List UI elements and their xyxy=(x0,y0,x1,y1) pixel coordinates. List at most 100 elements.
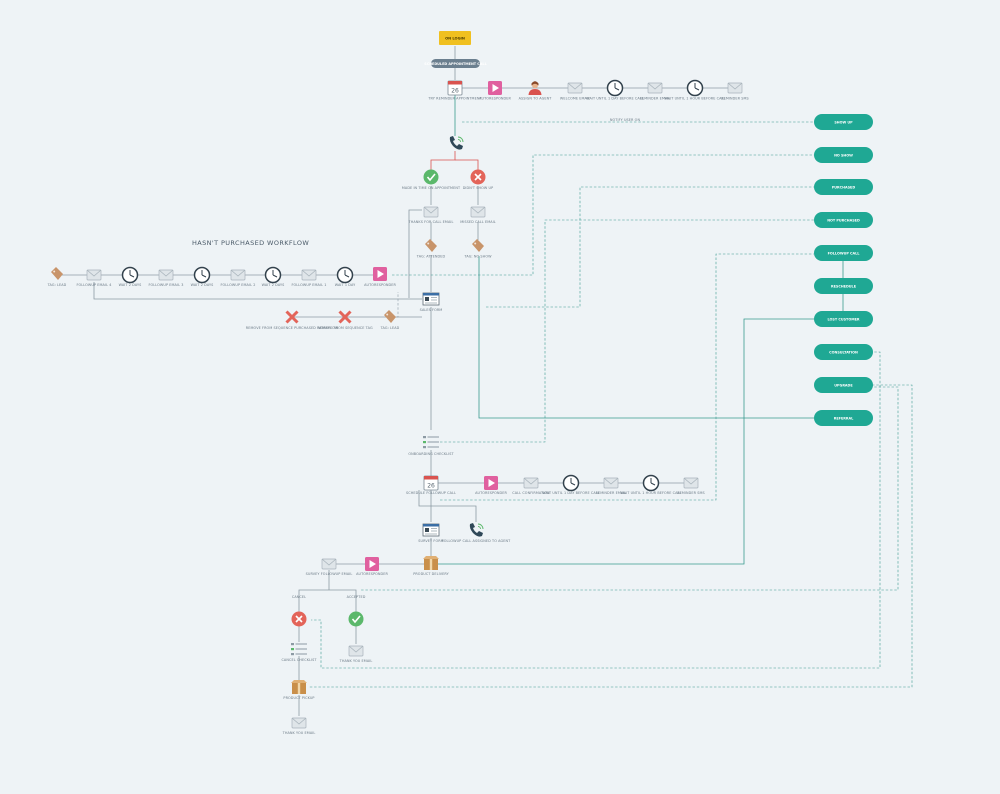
r2-form[interactable] xyxy=(422,523,440,537)
mail-yes-label: THANKS FOR CALL EMAIL xyxy=(408,220,454,224)
row1-video[interactable] xyxy=(488,81,502,95)
tag-mid[interactable] xyxy=(384,310,396,323)
tag-mid-label: TAG: LEAD xyxy=(380,326,400,330)
hp-clock1[interactable] xyxy=(121,266,139,284)
clock-icon xyxy=(193,266,211,284)
sales-form-label: SALES FORM xyxy=(420,308,443,312)
hp-mail4[interactable] xyxy=(301,269,317,281)
start-label: ON LOGIN xyxy=(445,37,465,41)
pill-followup-call-label: FOLLOWUP CALL xyxy=(828,251,861,255)
row1-clock1[interactable] xyxy=(606,79,624,97)
box-icon xyxy=(291,680,307,694)
r2-mail2[interactable] xyxy=(603,477,619,489)
row1-mail1[interactable] xyxy=(567,82,583,94)
clock-icon xyxy=(686,79,704,97)
row1-mail3[interactable] xyxy=(727,82,743,94)
r2-mail3-label: REMINDER SMS xyxy=(677,491,705,495)
tag-icon xyxy=(51,267,63,280)
pill-upgrade-label: UPGRADE xyxy=(834,383,853,387)
tag-yes[interactable] xyxy=(425,239,437,252)
start-node[interactable]: ON LOGIN xyxy=(439,31,471,45)
r2-mail3[interactable] xyxy=(683,477,699,489)
hp-clock3[interactable] xyxy=(264,266,282,284)
r2-video[interactable] xyxy=(484,476,498,490)
mail-no[interactable] xyxy=(470,206,486,218)
video-icon xyxy=(488,81,502,95)
checklist-icon xyxy=(290,642,308,656)
r2-mail2-label: REMINDER EMAIL xyxy=(596,491,627,495)
r2-calendar[interactable] xyxy=(423,475,439,491)
r3-box-label: PRODUCT DELIVERY xyxy=(413,572,449,576)
pill-not-purchased[interactable]: NOT PURCHASED xyxy=(814,212,873,228)
tag-icon xyxy=(472,239,484,252)
mail-icon xyxy=(523,477,539,489)
r3-accept-label: ACCEPTED xyxy=(347,595,366,599)
form-icon xyxy=(422,523,440,537)
row1-calendar[interactable] xyxy=(447,80,463,96)
mail-icon xyxy=(321,558,337,570)
r3-mail[interactable] xyxy=(321,558,337,570)
r3-video[interactable] xyxy=(365,557,379,571)
hp-clock2[interactable] xyxy=(193,266,211,284)
clock-icon xyxy=(121,266,139,284)
r3-mail-end[interactable] xyxy=(291,717,307,729)
hp-mail3[interactable] xyxy=(230,269,246,281)
row1-person-label: ASSIGN TO AGENT xyxy=(519,97,553,101)
mail-icon xyxy=(158,269,174,281)
hp-clock4[interactable] xyxy=(336,266,354,284)
r2-phone[interactable] xyxy=(469,522,484,538)
r3-checklist[interactable] xyxy=(290,642,308,656)
r3-video-label: AUTORESPONDER xyxy=(356,572,388,576)
tag-icon xyxy=(384,310,396,323)
r2-clock2[interactable] xyxy=(642,474,660,492)
pill-lost-customer[interactable]: LOST CUSTOMER xyxy=(814,311,873,327)
pill-show-up[interactable]: SHOW UP xyxy=(814,114,873,130)
pill-reschedule[interactable]: RESCHEDULE xyxy=(814,278,873,294)
tag-icon xyxy=(425,239,437,252)
hp-video-label: AUTORESPONDER xyxy=(364,283,396,287)
hp-mail1[interactable] xyxy=(86,269,102,281)
r2-clock1-label: WAIT UNTIL 1 DAY BEFORE CALL xyxy=(542,491,600,495)
tag-no[interactable] xyxy=(472,239,484,252)
pill-referral[interactable]: REFERRAL xyxy=(814,410,873,426)
r3-cancel[interactable] xyxy=(290,610,308,628)
check-icon xyxy=(422,168,440,186)
r2-mail1-label: CALL CONFIRMATION xyxy=(512,491,550,495)
pill-purchased-label: PURCHASED xyxy=(832,185,856,189)
call-node[interactable] xyxy=(449,135,464,151)
r2-form-label: SURVEY FORM xyxy=(418,539,443,543)
pill-no-show[interactable]: NO SHOW xyxy=(814,147,873,163)
branch-no[interactable] xyxy=(469,168,487,186)
r3-box2[interactable] xyxy=(291,680,307,694)
pill-followup-call[interactable]: FOLLOWUP CALL xyxy=(814,245,873,261)
row1-mail2[interactable] xyxy=(647,82,663,94)
r3-box2-label: PRODUCT PICKUP xyxy=(283,696,314,700)
trigger-node[interactable]: SCHEDULED APPOINTMENT CALL xyxy=(424,59,488,68)
row1-clock2[interactable] xyxy=(686,79,704,97)
hp-video[interactable] xyxy=(373,267,387,281)
sales-form[interactable] xyxy=(422,292,440,306)
row1-calendar-label: TRY REMINDER APPOINTMENT xyxy=(427,97,482,101)
mail-icon xyxy=(423,206,439,218)
row1-mail2-label: REMINDER EMAIL xyxy=(640,97,671,101)
pill-reschedule-label: RESCHEDULE xyxy=(831,284,857,288)
hp-mail2[interactable] xyxy=(158,269,174,281)
pill-consultation-label: CONSULTATION xyxy=(829,350,858,354)
r3-accept[interactable] xyxy=(347,610,365,628)
branch-yes[interactable] xyxy=(422,168,440,186)
hasnt-purchased-title: HASN'T PURCHASED WORKFLOW xyxy=(192,239,309,247)
hp-tag[interactable] xyxy=(51,267,63,280)
onboarding-checklist[interactable] xyxy=(422,435,440,449)
pill-consultation[interactable]: CONSULTATION xyxy=(814,344,873,360)
r2-mail1[interactable] xyxy=(523,477,539,489)
pill-referral-label: REFERRAL xyxy=(834,416,854,420)
pill-upgrade[interactable]: UPGRADE xyxy=(814,377,873,393)
row1-clock1-label: WAIT UNTIL 1 DAY BEFORE CALL xyxy=(586,97,644,101)
r3-box[interactable] xyxy=(423,556,439,570)
mail-yes[interactable] xyxy=(423,206,439,218)
pill-purchased[interactable]: PURCHASED xyxy=(814,179,873,195)
tag-yes-label: TAG: ATTENDED xyxy=(416,255,446,259)
r2-clock1[interactable] xyxy=(562,474,580,492)
r3-mail-ok[interactable] xyxy=(348,645,364,657)
